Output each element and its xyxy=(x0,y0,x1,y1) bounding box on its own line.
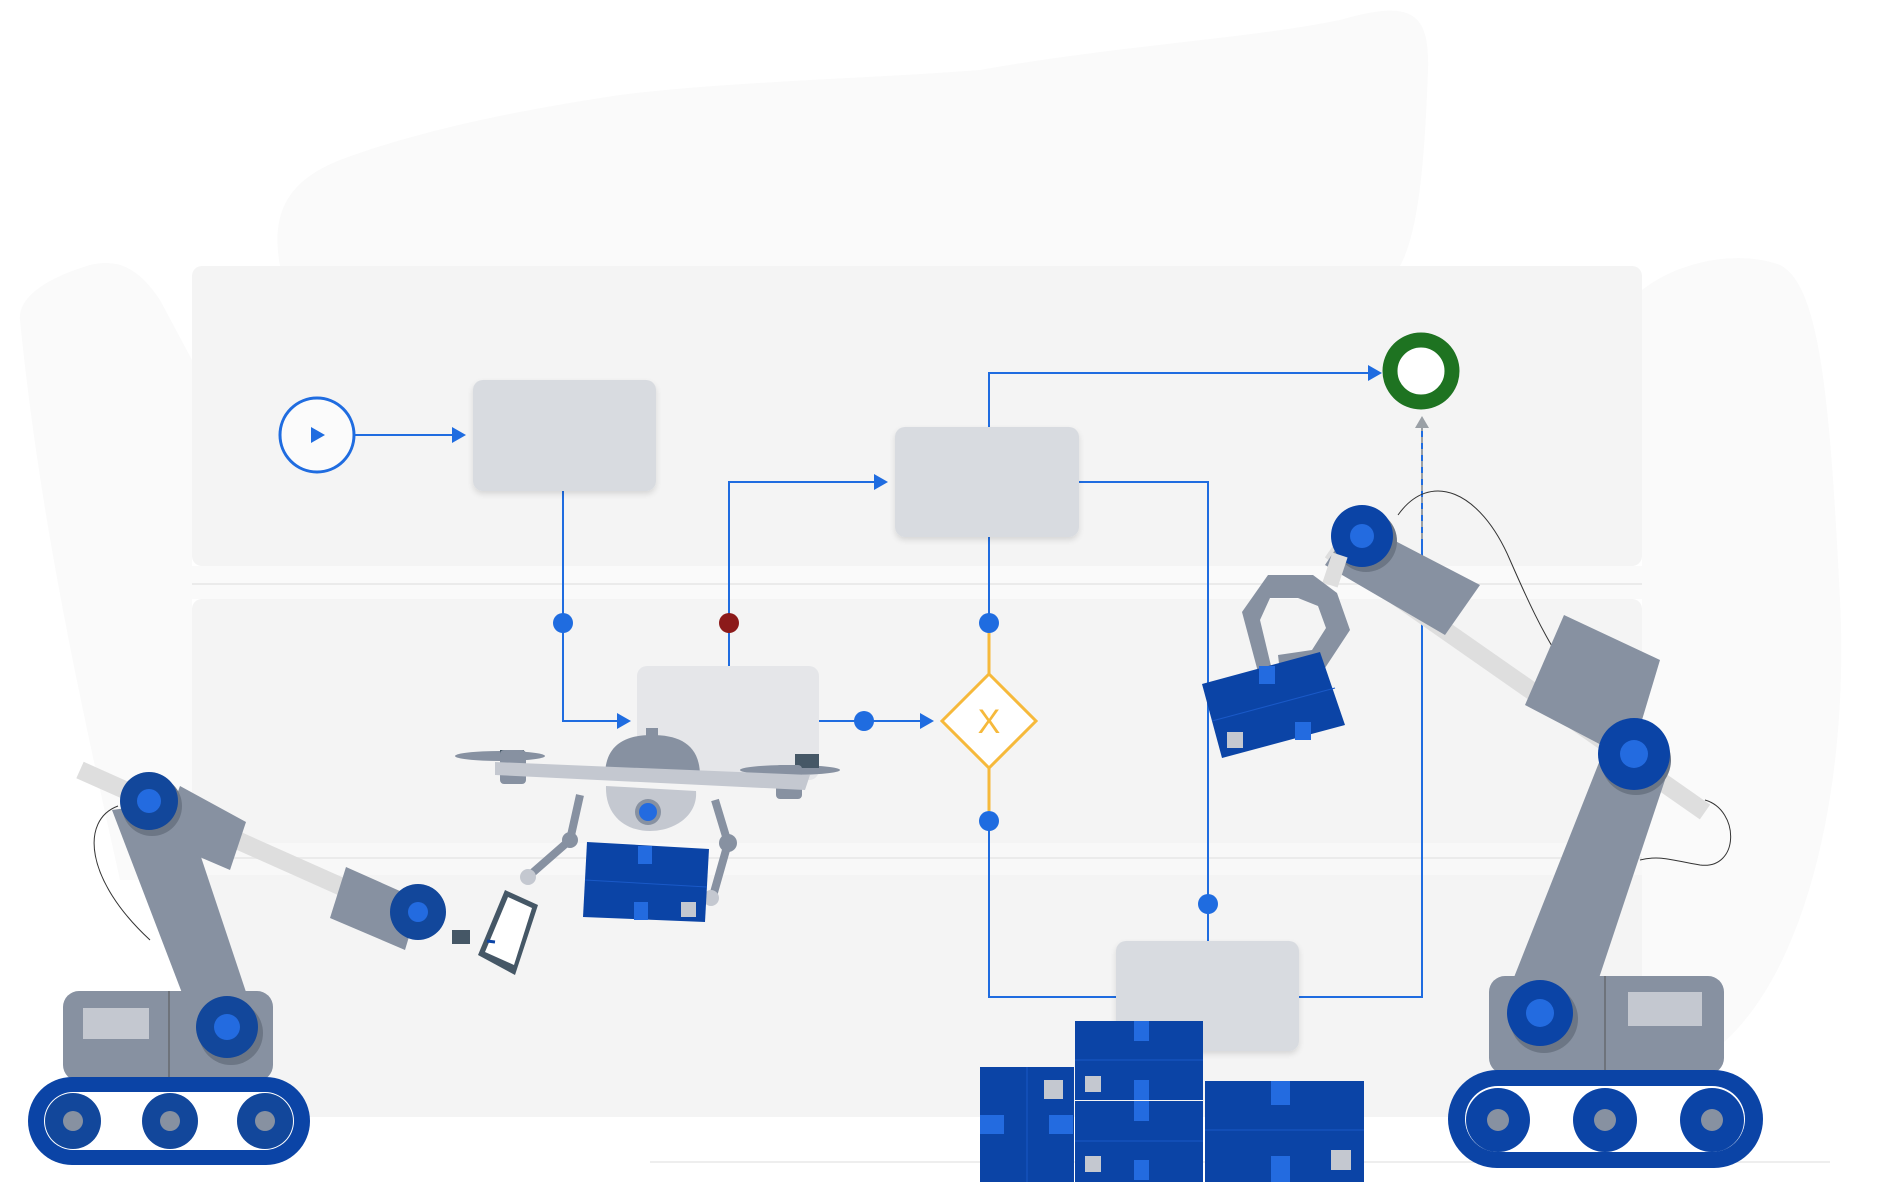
flow-task2-right xyxy=(1079,481,1209,941)
arrow-icon xyxy=(617,713,631,729)
end-event[interactable] xyxy=(1382,332,1460,410)
robot-window xyxy=(83,1008,149,1039)
gateway-label: X xyxy=(978,703,1001,741)
blob-left xyxy=(19,263,192,881)
flow-gateway-down xyxy=(988,821,1116,998)
package-box xyxy=(583,842,709,922)
arrowheads xyxy=(452,365,1382,729)
connector-dot[interactable] xyxy=(979,811,999,831)
error-connector-dot[interactable] xyxy=(719,613,739,633)
background-blobs xyxy=(19,10,1842,1060)
delivery-drone xyxy=(455,728,840,922)
right-robot-arm xyxy=(1202,490,1763,1168)
robot-lower-arm xyxy=(1505,760,1665,1000)
left-robot-arm xyxy=(28,761,538,1165)
flow-task2-to-end xyxy=(988,372,1370,427)
robot-lower-arm xyxy=(112,800,252,1040)
connector-dot[interactable] xyxy=(553,613,573,633)
connector-dot[interactable] xyxy=(979,613,999,633)
tasks xyxy=(473,380,1299,1051)
task-2[interactable] xyxy=(895,427,1079,537)
gripper-icon xyxy=(1242,575,1350,672)
blob-right xyxy=(1642,258,1842,1060)
cable xyxy=(93,805,151,941)
start-event[interactable] xyxy=(278,396,356,474)
exclusive-gateway[interactable]: X xyxy=(939,671,1039,771)
drone-body xyxy=(605,735,700,776)
robot-window xyxy=(1628,992,1702,1026)
connector-dot[interactable] xyxy=(1198,894,1218,914)
task-1[interactable] xyxy=(473,380,656,491)
arrow-up-icon xyxy=(1415,416,1429,428)
end-ring-icon xyxy=(1382,332,1460,410)
arrow-icon xyxy=(920,713,934,729)
blob-top xyxy=(277,10,1429,267)
drone-frame xyxy=(495,762,810,790)
arrow-icon xyxy=(452,427,466,443)
package-stack xyxy=(980,1021,1364,1182)
play-icon xyxy=(311,427,325,443)
arrow-icon xyxy=(874,474,888,490)
connector-dot[interactable] xyxy=(854,711,874,731)
clipboard-icon xyxy=(478,890,538,975)
flow-task1-down xyxy=(562,491,620,722)
cable xyxy=(1639,799,1732,866)
arrow-icon xyxy=(1368,365,1382,381)
connector-dots xyxy=(553,613,1218,914)
